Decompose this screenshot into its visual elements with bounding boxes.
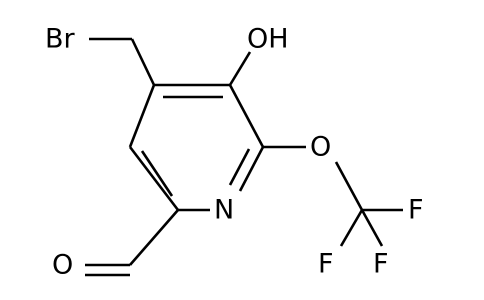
atom-oh: OH <box>247 24 289 55</box>
atom-br: Br <box>45 24 76 55</box>
bond-cf3-fright <box>360 209 384 247</box>
atom-n: N <box>214 195 234 226</box>
bond-c2-n-inner <box>228 148 251 186</box>
atom-f-right: F <box>373 249 389 280</box>
bond-cf3-fleft <box>339 209 364 247</box>
bonds <box>85 37 403 277</box>
bond-c6-cho <box>129 209 179 266</box>
bond-c6-c5 <box>128 146 180 211</box>
bond-c3-c2 <box>228 84 265 148</box>
bond-o-cf3 <box>334 161 364 211</box>
bond-c6-c5-inner <box>140 150 174 197</box>
atom-f-top: F <box>408 195 424 226</box>
bond-c2-n <box>238 146 265 192</box>
atom-o-aldehyde: O <box>52 250 73 281</box>
bond-c3-oh <box>228 51 252 86</box>
atom-labels: Br OH N O F F F O <box>45 24 424 281</box>
atom-o-ether: O <box>310 132 331 163</box>
bond-c5-c4 <box>128 84 156 148</box>
atom-f-left: F <box>318 249 334 280</box>
bond-ch2-c4 <box>130 38 156 86</box>
